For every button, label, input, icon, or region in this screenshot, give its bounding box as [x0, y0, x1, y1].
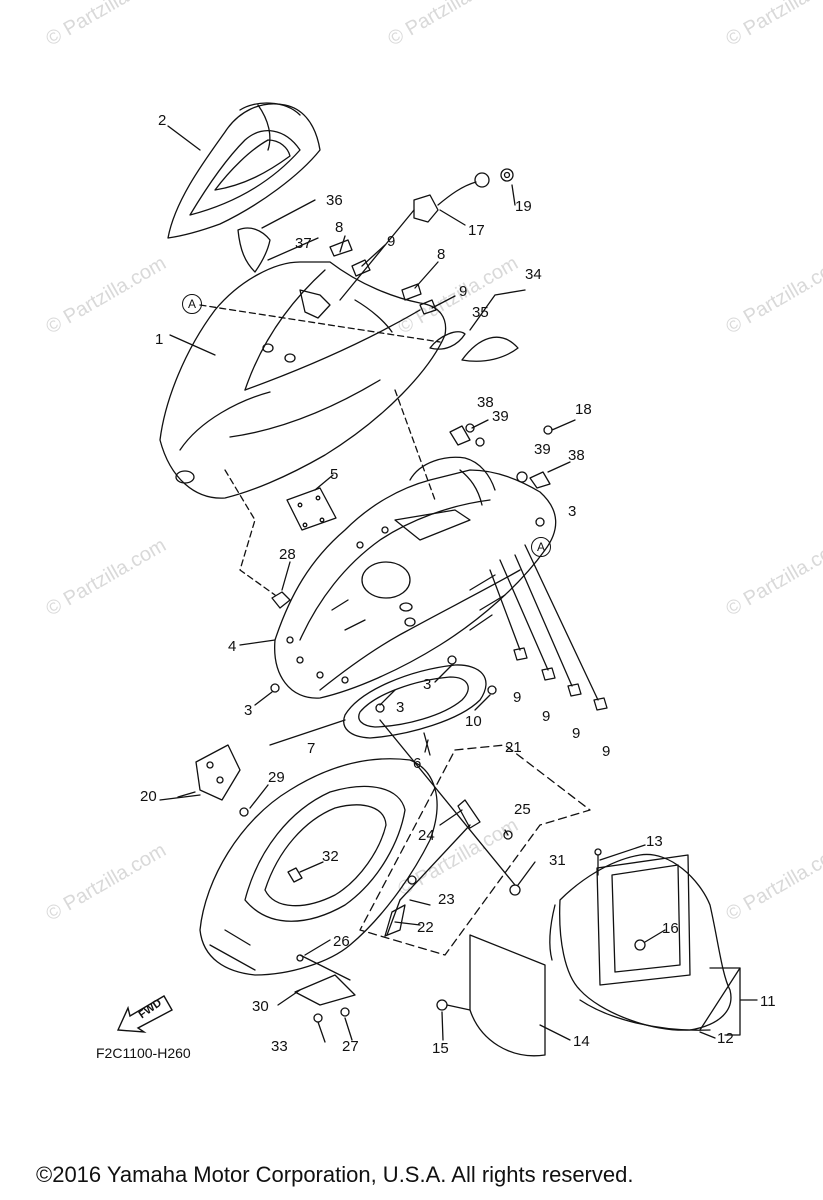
callout-19: 19	[515, 198, 532, 215]
callout-37: 37	[295, 235, 312, 252]
callout-3: 3	[423, 676, 432, 693]
diagram-reference-code: F2C1100-H260	[96, 1045, 191, 1061]
callout-32: 32	[322, 848, 339, 865]
callout-3: 3	[568, 503, 577, 520]
callout-15: 15	[432, 1040, 449, 1057]
callout-29: 29	[268, 769, 285, 786]
callout-6: 6	[413, 755, 422, 772]
callout-1: 1	[155, 331, 164, 348]
callout-24: 24	[418, 827, 435, 844]
callout-10: 10	[465, 713, 482, 730]
callout-23: 23	[438, 891, 455, 908]
callout-9: 9	[542, 708, 551, 725]
callout-2: 2	[158, 112, 167, 129]
callout-22: 22	[417, 919, 434, 936]
callout-4: 4	[228, 638, 237, 655]
callout-21: 21	[505, 739, 522, 756]
callout-8: 8	[335, 219, 344, 236]
callout-30: 30	[252, 998, 269, 1015]
callout-38: 38	[568, 447, 585, 464]
callout-17: 17	[468, 222, 485, 239]
callout-14: 14	[573, 1033, 590, 1050]
callout-11: 11	[760, 993, 776, 1010]
callout-39: 39	[492, 408, 509, 425]
callout-5: 5	[330, 466, 339, 483]
callout-18: 18	[575, 401, 592, 418]
callout-9: 9	[513, 689, 522, 706]
callout-35: 35	[472, 304, 489, 321]
callout-9: 9	[387, 233, 396, 250]
callout-39: 39	[534, 441, 551, 458]
callout-31: 31	[549, 852, 566, 869]
callout-3: 3	[244, 702, 253, 719]
forward-arrow-icon	[116, 995, 173, 1033]
callout-3: 3	[396, 699, 405, 716]
view-marker-a: A	[531, 537, 551, 557]
copyright-notice: ©2016 Yamaha Motor Corporation, U.S.A. A…	[36, 1162, 634, 1187]
callout-26: 26	[333, 933, 350, 950]
callout-12: 12	[717, 1030, 734, 1047]
callout-28: 28	[279, 546, 296, 563]
callout-34: 34	[525, 266, 542, 283]
callout-9: 9	[459, 283, 468, 300]
callout-7: 7	[307, 740, 316, 757]
callout-33: 33	[271, 1038, 288, 1055]
callout-20: 20	[140, 788, 157, 805]
callout-27: 27	[342, 1038, 359, 1055]
view-marker-a: A	[182, 294, 202, 314]
callout-9: 9	[602, 743, 611, 760]
callout-16: 16	[662, 920, 679, 937]
callout-9: 9	[572, 725, 581, 742]
callout-38: 38	[477, 394, 494, 411]
callout-13: 13	[646, 833, 663, 850]
callout-36: 36	[326, 192, 343, 209]
callout-8: 8	[437, 246, 446, 263]
callout-25: 25	[514, 801, 531, 818]
